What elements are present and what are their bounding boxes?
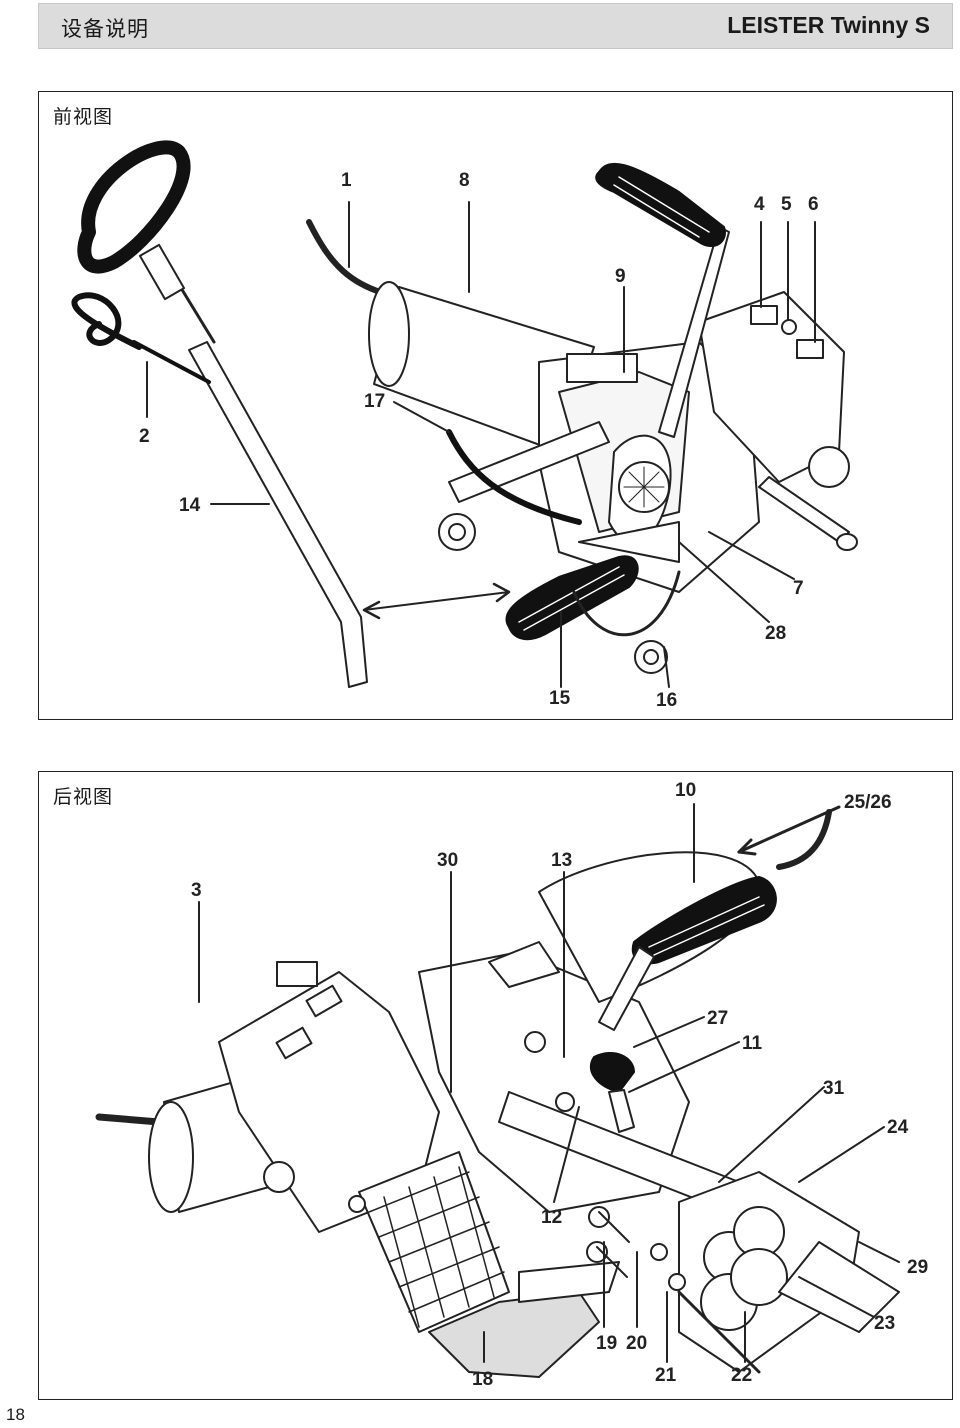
callout-22: 22 <box>731 1365 752 1386</box>
callout-24: 24 <box>887 1117 909 1138</box>
callout-8: 8 <box>459 170 470 191</box>
callout-14: 14 <box>179 495 201 516</box>
callout-1: 1 <box>341 170 352 191</box>
callout-17: 17 <box>364 391 385 412</box>
product-model: LEISTER Twinny S <box>727 12 930 38</box>
callout-27: 27 <box>707 1008 728 1029</box>
callout-25-26: 25/26 <box>844 792 892 813</box>
callout-29: 29 <box>907 1257 928 1278</box>
rear-view-illustration: 10 25/26 3 30 13 27 11 31 24 12 29 23 19… <box>95 780 928 1390</box>
front-view-label: 前视图 <box>53 106 114 128</box>
callout-30: 30 <box>437 850 458 871</box>
callout-15: 15 <box>549 688 571 709</box>
callout-3: 3 <box>191 880 202 901</box>
callout-10: 10 <box>675 780 696 801</box>
rear-view-label: 后视图 <box>53 786 114 808</box>
callout-11: 11 <box>742 1033 763 1054</box>
callout-16: 16 <box>656 690 677 711</box>
page-header: 设备说明 LEISTER Twinny S <box>38 3 953 49</box>
rear-view-panel: 后视图 <box>38 771 953 1400</box>
callout-6: 6 <box>808 194 819 215</box>
callout-12: 12 <box>541 1207 562 1228</box>
section-title: 设备说明 <box>61 17 149 41</box>
callout-21: 21 <box>655 1365 677 1386</box>
callout-2: 2 <box>139 426 150 447</box>
callout-19: 19 <box>596 1333 617 1354</box>
callout-23: 23 <box>874 1313 895 1334</box>
front-view-illustration: 1 8 9 4 5 6 2 17 14 7 28 15 16 <box>71 140 858 711</box>
callout-13: 13 <box>551 850 572 871</box>
callout-28: 28 <box>765 623 786 644</box>
callout-4: 4 <box>754 194 765 215</box>
callout-20: 20 <box>626 1333 647 1354</box>
callout-9: 9 <box>615 266 626 287</box>
callout-18: 18 <box>472 1369 493 1390</box>
callout-7: 7 <box>793 578 804 599</box>
page-number: 18 <box>6 1405 25 1424</box>
front-view-panel: 前视图 <box>38 91 953 720</box>
callout-5: 5 <box>781 194 792 215</box>
callout-31: 31 <box>823 1078 845 1099</box>
